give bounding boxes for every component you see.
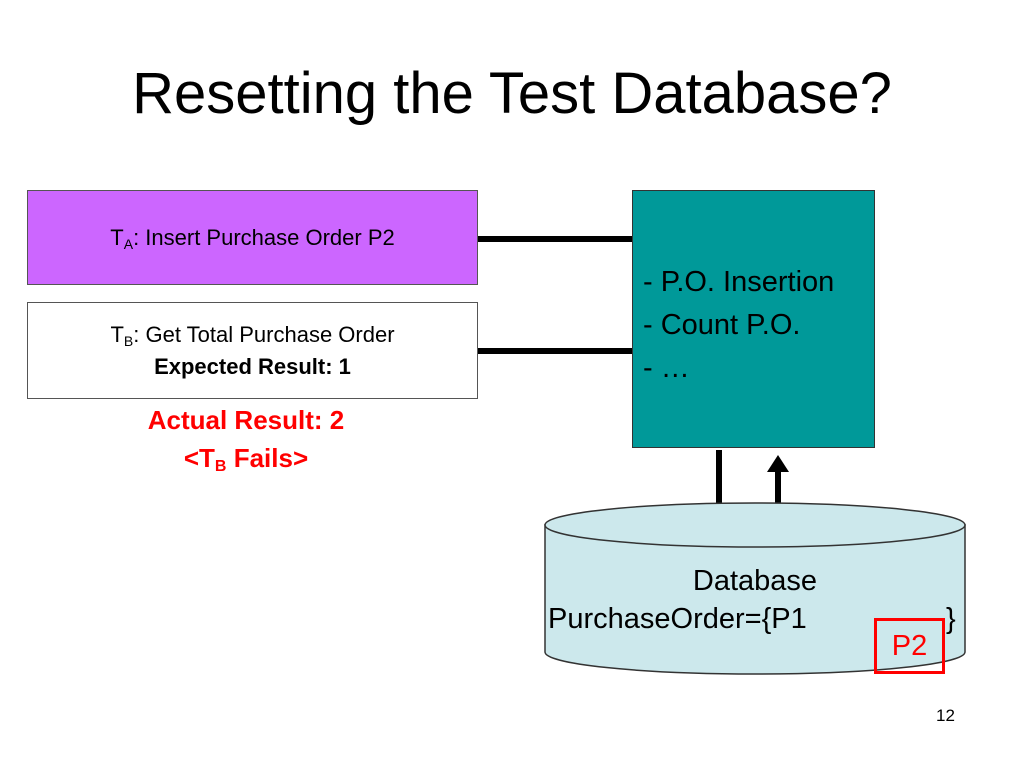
database-content: PurchaseOrder={P1 xyxy=(548,603,807,635)
actual-result: Actual Result: 2 <TB Fails> xyxy=(96,401,396,477)
database-label: Database xyxy=(692,565,818,597)
fails-subscript: B xyxy=(214,458,227,475)
test-b-subscript: B xyxy=(123,332,134,349)
fails-prefix: <T xyxy=(183,443,215,473)
expected-result: Expected Result: 1 xyxy=(154,353,351,379)
actual-result-line: Actual Result: 2 xyxy=(147,405,345,435)
database-cylinder-top xyxy=(544,502,966,548)
page-number: 12 xyxy=(936,706,955,725)
fails-suffix: Fails> xyxy=(226,443,309,473)
database-cylinder-body xyxy=(544,524,966,675)
p2-highlight-box: P2 xyxy=(874,618,945,674)
test-a-text: : Insert Purchase Order P2 xyxy=(133,224,395,250)
test-a-letter: T xyxy=(110,224,124,250)
test-a-subscript: A xyxy=(123,235,134,252)
test-b-letter: T xyxy=(110,321,124,347)
arrow-up-head xyxy=(767,455,789,472)
module-item: - Count P.O. xyxy=(643,309,801,341)
database-closing-brace: } xyxy=(946,603,956,635)
module-item: - P.O. Insertion xyxy=(643,266,835,298)
test-b-fails-line: <TB Fails> xyxy=(96,439,396,477)
test-b-box: TB: Get Total Purchase Order Expected Re… xyxy=(27,302,478,399)
test-a-box: TA: Insert Purchase Order P2 xyxy=(27,190,478,285)
application-module-box: - P.O. Insertion - Count P.O. - … xyxy=(632,190,875,448)
test-b-text: : Get Total Purchase Order xyxy=(133,321,395,347)
module-item: - … xyxy=(643,352,690,384)
slide-title: Resetting the Test Database? xyxy=(132,61,892,126)
